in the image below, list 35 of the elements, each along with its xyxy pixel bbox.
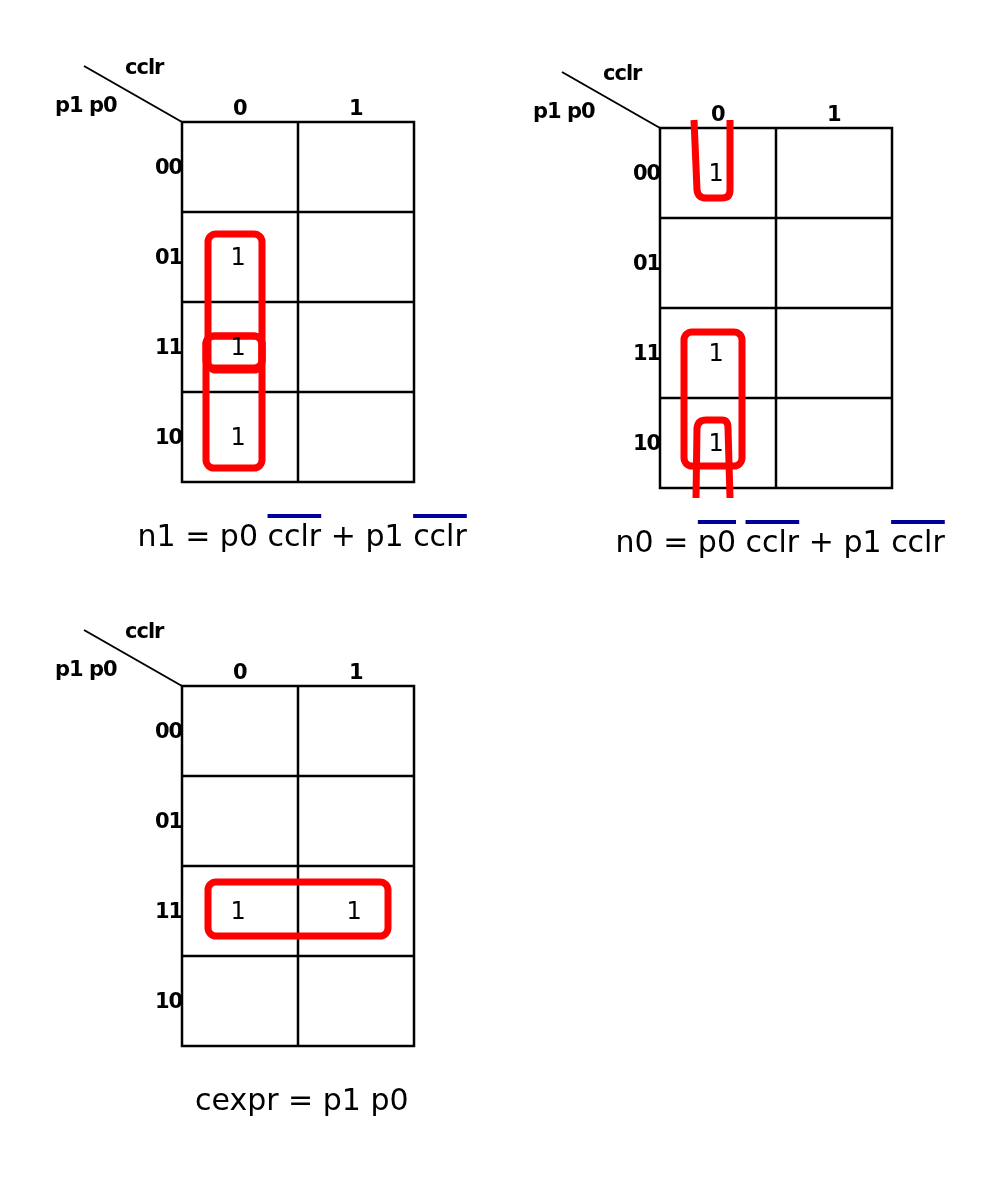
variable-label: p1 p0	[55, 94, 117, 116]
row-header: 00	[155, 720, 183, 742]
variable-label: p1 p0	[533, 100, 595, 122]
row-header: 00	[633, 162, 661, 184]
column-header: 1	[349, 97, 363, 119]
variable-label: cclr	[125, 620, 164, 642]
cell-value: 1	[230, 245, 246, 269]
cell-value: 1	[230, 899, 246, 923]
row-header: 11	[155, 336, 183, 358]
column-header: 0	[711, 103, 725, 125]
cell-value: 1	[708, 341, 724, 365]
cell-value: 1	[230, 335, 246, 359]
boolean-expression: n0 = p0 cclr + p1 cclr	[615, 527, 945, 557]
variable-label: cclr	[125, 56, 164, 78]
row-header: 01	[155, 246, 183, 268]
boolean-expression: cexpr = p1 p0	[195, 1085, 409, 1115]
row-header: 00	[155, 156, 183, 178]
cell-value: 1	[230, 425, 246, 449]
column-header: 0	[233, 97, 247, 119]
cell-value: 1	[346, 899, 362, 923]
row-header: 10	[155, 990, 183, 1012]
variable-label: cclr	[603, 62, 642, 84]
row-header: 10	[155, 426, 183, 448]
boolean-expression: n1 = p0 cclr + p1 cclr	[137, 521, 467, 551]
row-header: 11	[155, 900, 183, 922]
cell-value: 1	[708, 161, 724, 185]
variable-label: p1 p0	[55, 658, 117, 680]
column-header: 1	[349, 661, 363, 683]
column-header: 0	[233, 661, 247, 683]
row-header: 11	[633, 342, 661, 364]
row-header: 01	[633, 252, 661, 274]
row-header: 10	[633, 432, 661, 454]
cell-value: 1	[708, 431, 724, 455]
row-header: 01	[155, 810, 183, 832]
column-header: 1	[827, 103, 841, 125]
